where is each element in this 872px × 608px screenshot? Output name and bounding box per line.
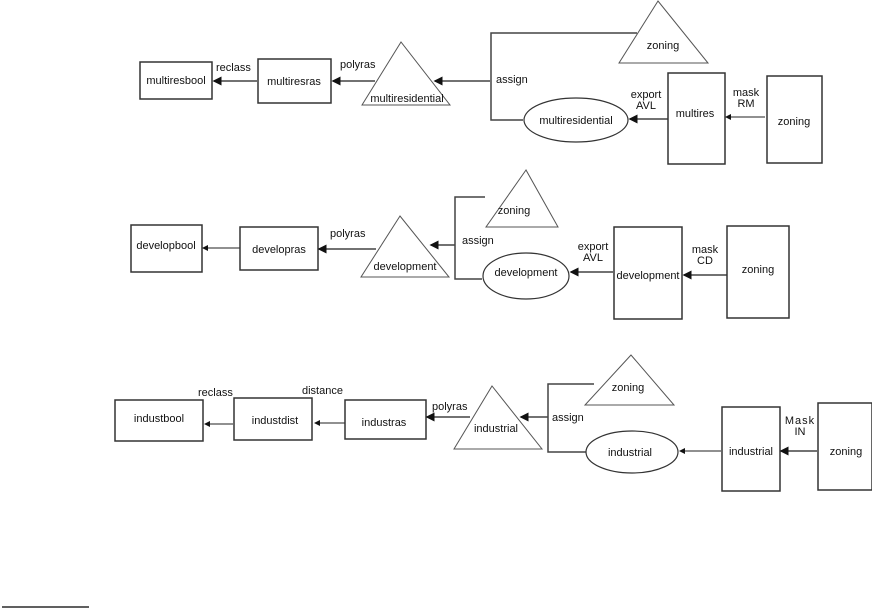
edge-reclass-label-1: reclass xyxy=(216,62,251,74)
node-zoning-box-1-label: zoning xyxy=(778,116,810,128)
node-industrial-box[interactable] xyxy=(721,406,781,492)
node-development-box-label: development xyxy=(617,270,680,282)
node-multiresbool[interactable] xyxy=(139,61,213,100)
edge-assign-label-2: assign xyxy=(462,235,494,247)
node-multiresidential-ellipse-label: multiresidential xyxy=(539,115,612,127)
assign-bracket-1 xyxy=(490,32,637,121)
node-zoning-triangle-2[interactable] xyxy=(485,169,559,228)
edge-mask-label-1a: mask xyxy=(733,87,760,99)
node-zoning-triangle-3[interactable] xyxy=(583,354,676,406)
node-industbool[interactable] xyxy=(114,399,204,442)
assign-bracket-2 xyxy=(454,196,485,280)
flow-development: developbool developras polyras developme… xyxy=(130,169,790,320)
node-industrial-ellipse-label: industrial xyxy=(608,447,652,459)
node-developbool[interactable] xyxy=(130,224,203,273)
node-zoning-triangle-3-label: zoning xyxy=(612,382,644,394)
node-industdist[interactable] xyxy=(233,397,313,441)
edge-mask-label-1b: RM xyxy=(737,98,754,110)
node-industrial-triangle-label: industrial xyxy=(474,423,518,435)
node-multiresidential-ellipse[interactable] xyxy=(523,97,629,143)
edge-export-label-1b: AVL xyxy=(636,100,656,112)
node-industbool-label: industbool xyxy=(134,413,184,425)
node-multiresras-label: multiresras xyxy=(267,76,321,88)
edge-polyras-label-2: polyras xyxy=(330,228,366,240)
node-zoning-box-3-label: zoning xyxy=(830,446,862,458)
edge-mask-label-2b: CD xyxy=(697,255,713,267)
node-zoning-triangle-1-label: zoning xyxy=(647,40,679,52)
edge-mask-label-3a: Mask xyxy=(785,415,815,427)
edge-distance-label-3: distance xyxy=(302,385,343,397)
node-development-triangle[interactable] xyxy=(360,215,451,278)
node-zoning-triangle-2-label: zoning xyxy=(498,205,530,217)
node-zoning-box-2[interactable] xyxy=(726,225,790,319)
node-industras[interactable] xyxy=(344,399,427,440)
node-developbool-label: developbool xyxy=(136,240,195,252)
edge-export-label-2a: export xyxy=(578,241,609,253)
node-developras[interactable] xyxy=(239,226,319,271)
node-multiresidential-triangle-label: multiresidential xyxy=(370,93,443,105)
edge-assign-label-1: assign xyxy=(496,74,528,86)
node-development-ellipse-label: development xyxy=(495,267,558,279)
node-industdist-text: industdist xyxy=(252,415,298,427)
edge-reclass-label-3: reclass xyxy=(198,387,233,399)
node-multires-label: multires xyxy=(676,108,715,120)
node-zoning-box-2-label: zoning xyxy=(742,264,774,276)
flow-industrial: industbool reclass distance industdist d… xyxy=(114,354,872,492)
edge-mask-label-2a: mask xyxy=(692,244,719,256)
edge-polyras-label-1: polyras xyxy=(340,59,376,71)
node-industrial-triangle[interactable] xyxy=(453,385,544,450)
node-multiresidential-triangle[interactable] xyxy=(361,41,452,106)
node-developras-label: developras xyxy=(252,244,306,256)
node-development-box[interactable] xyxy=(613,226,683,320)
node-development-triangle-label: development xyxy=(374,261,437,273)
node-zoning-box-1[interactable] xyxy=(766,75,823,164)
edge-assign-label-3: assign xyxy=(552,412,584,424)
edge-mask-label-3b: IN xyxy=(795,426,806,438)
node-industrial-box-label: industrial xyxy=(729,446,773,458)
node-zoning-box-3[interactable] xyxy=(817,402,872,491)
flow-multiresidential: multiresbool reclass multiresras polyras… xyxy=(139,0,823,165)
assign-bracket-3 xyxy=(547,383,594,453)
edge-polyras-label-3: polyras xyxy=(432,401,468,413)
node-development-ellipse[interactable] xyxy=(482,252,570,300)
node-multiresras[interactable] xyxy=(257,58,332,104)
edge-export-label-1a: export xyxy=(631,89,662,101)
node-multiresbool-label: multiresbool xyxy=(146,75,205,87)
node-industras-label: industras xyxy=(362,417,407,429)
node-zoning-triangle-1[interactable] xyxy=(618,0,710,64)
node-multires[interactable] xyxy=(667,72,726,165)
edge-export-label-2b: AVL xyxy=(583,252,603,264)
node-industrial-ellipse[interactable] xyxy=(585,430,679,474)
